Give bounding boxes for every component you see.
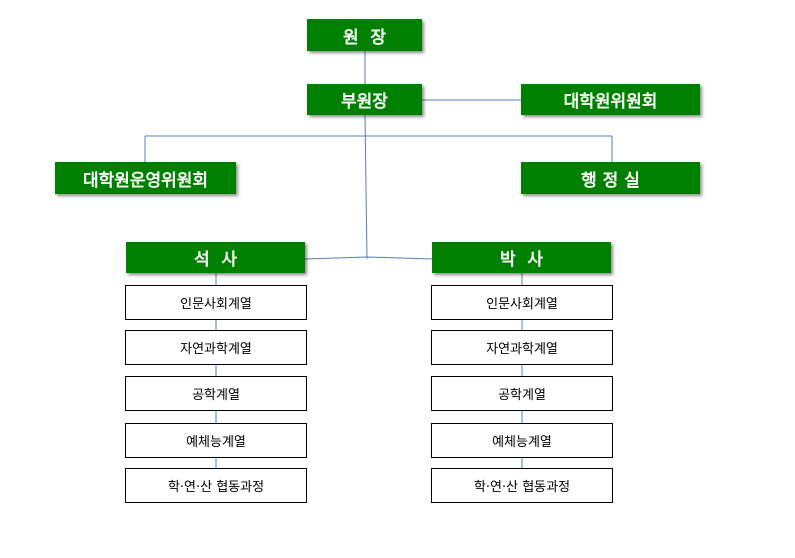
doctoral-program-natural-sciences: 자연과학계열 xyxy=(431,330,613,365)
connector-vice-trunk xyxy=(364,114,368,260)
doctoral-program-engineering: 공학계열 xyxy=(431,376,613,411)
masters-program-industry-cooperative: 학·연·산 협동과정 xyxy=(125,468,307,503)
masters-program-humanities: 인문사회계열 xyxy=(125,285,307,320)
admin-office-box: 행 정 실 xyxy=(521,162,700,194)
connector-to-doctoral xyxy=(366,256,433,260)
doctoral-program-humanities: 인문사회계열 xyxy=(431,285,613,320)
vice-director-box: 부원장 xyxy=(307,84,422,115)
connector-to-masters xyxy=(304,256,368,260)
director-box: 원 장 xyxy=(307,19,422,51)
operations-committee-box: 대학원운영위원회 xyxy=(55,162,236,194)
masters-program-natural-sciences: 자연과학계열 xyxy=(125,330,307,365)
doctoral-box: 박 사 xyxy=(432,242,611,273)
doctoral-program-arts-athletics: 예체능계열 xyxy=(431,423,613,458)
graduate-committee-box: 대학원위원회 xyxy=(521,84,700,115)
doctoral-program-industry-cooperative: 학·연·산 협동과정 xyxy=(431,468,613,503)
masters-program-arts-athletics: 예체능계열 xyxy=(125,423,307,458)
masters-box: 석 사 xyxy=(126,242,305,273)
masters-program-engineering: 공학계열 xyxy=(125,376,307,411)
